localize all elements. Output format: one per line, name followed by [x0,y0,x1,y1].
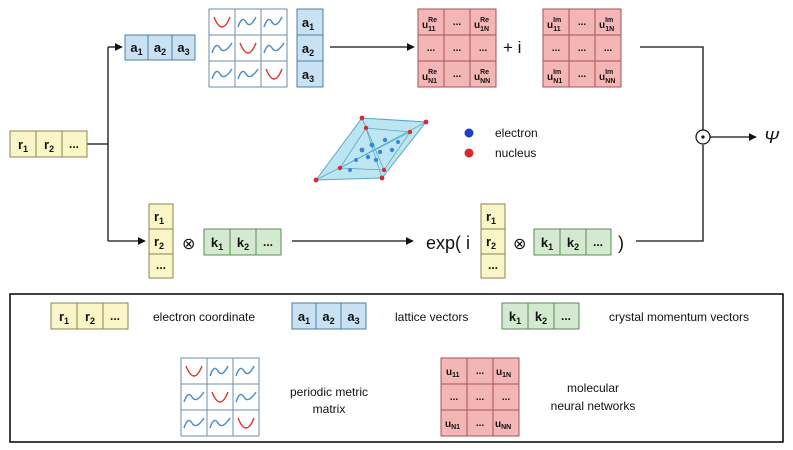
svg-text:...: ... [156,258,166,272]
legend-electron-coordinate-label: electron coordinate [153,310,255,324]
svg-text:...: ... [578,43,587,54]
legend-molecular-nn-swatch: u11 ... u1N ... ... ... uN1 ... uNN [440,357,520,437]
svg-text:a1: a1 [298,309,310,326]
legend-periodic-metric-matrix-label-1: periodic metric [290,385,368,399]
svg-text:uNN: uNN [495,419,511,431]
legend-lattice-vectors-swatch: a1 a2 a3 [291,302,367,330]
svg-text:a1: a1 [302,15,314,32]
legend-box [9,293,784,443]
electron-coordinate-vector: r1 r2 ... [9,130,88,158]
momentum-vectors-row: k1 k2 ... [203,228,282,256]
hadamard-product-operator [695,129,711,145]
svg-text:...: ... [450,392,459,403]
electron-legend-label: electron [495,126,538,140]
svg-text:r1: r1 [154,209,164,226]
plus-i-operator: + i [503,38,521,57]
svg-text:u11: u11 [446,367,460,379]
a1-label: a1 [130,40,142,57]
legend-momentum-vectors-swatch: k1 k2 ... [501,302,580,330]
svg-text:a2: a2 [302,41,314,58]
tensor-operator-2: ⊗ [513,236,526,253]
svg-text:...: ... [427,43,436,54]
nucleus-legend-label: nucleus [495,146,536,160]
legend-periodic-metric-matrix-swatch [180,357,260,437]
svg-text:r1: r1 [486,209,496,226]
svg-text:...: ... [604,43,613,54]
svg-text:...: ... [593,235,603,249]
crystal-unit-cell-illustration [313,115,429,183]
momentum-vectors-row-exp: k1 k2 ... [533,228,612,256]
svg-text:r1: r1 [59,309,69,326]
position-column-vector-exp: r1 r2 ... [480,203,506,279]
svg-text:r2: r2 [486,234,496,251]
exp-open-label: exp( i [426,233,470,253]
legend-electron-coordinate-swatch: r1 r2 ... [50,302,129,330]
svg-text:...: ... [488,258,498,272]
svg-text:...: ... [476,366,485,377]
legend-molecular-nn-label-1: molecular [567,381,619,395]
svg-text:u1N: u1N [496,367,511,379]
svg-text:k2: k2 [567,235,579,252]
svg-text:a3: a3 [347,309,359,326]
lattice-vectors-row: a1 a2 a3 [124,34,196,61]
legend-molecular-nn-label-2: neural networks [551,399,636,413]
close-paren-label: ) [618,233,624,253]
nucleus-marker [464,148,474,158]
electron-marker [464,128,474,138]
svg-text:a3: a3 [302,67,314,84]
legend-periodic-metric-matrix-label-2: matrix [313,402,346,416]
svg-text:...: ... [476,418,485,429]
line-complex-to-product [640,46,704,130]
position-column-vector: r1 r2 ... [148,203,174,279]
svg-text:k1: k1 [509,309,521,326]
svg-text:...: ... [110,309,120,323]
svg-text:...: ... [453,69,462,80]
r2-label: r2 [44,137,54,154]
lattice-vectors-column: a1 a2 a3 [296,8,324,88]
svg-text:r2: r2 [154,234,164,251]
svg-text:...: ... [578,17,587,28]
svg-text:k1: k1 [211,235,223,252]
connector-lines [87,43,757,245]
r1-label: r1 [18,137,28,154]
a2-label: a2 [154,40,166,57]
svg-text:k2: k2 [535,309,547,326]
svg-text:uN1: uN1 [445,419,460,431]
line-exp-to-product [636,145,704,242]
svg-text:k1: k1 [541,235,553,252]
svg-text:...: ... [479,43,488,54]
legend-lattice-vectors-label: lattice vectors [395,310,468,324]
svg-text:...: ... [578,69,587,80]
svg-text:...: ... [476,392,485,403]
svg-text:...: ... [502,392,511,403]
crystal-legend: electron nucleus [464,126,538,160]
svg-text:...: ... [453,43,462,54]
svg-text:...: ... [453,17,462,28]
svg-text:r2: r2 [85,309,95,326]
legend-momentum-vectors-label: crystal momentum vectors [609,310,749,324]
svg-text:a2: a2 [322,309,334,326]
ellipsis-label: ... [69,137,79,151]
tensor-operator-1: ⊗ [182,236,195,253]
svg-text:...: ... [561,309,571,323]
svg-text:...: ... [552,43,561,54]
svg-text:k2: k2 [237,235,249,252]
periodic-metric-matrix-top [208,8,288,88]
psi-output-label: Ψ [764,127,780,147]
a3-label: a3 [177,40,189,57]
svg-text:...: ... [263,235,273,249]
